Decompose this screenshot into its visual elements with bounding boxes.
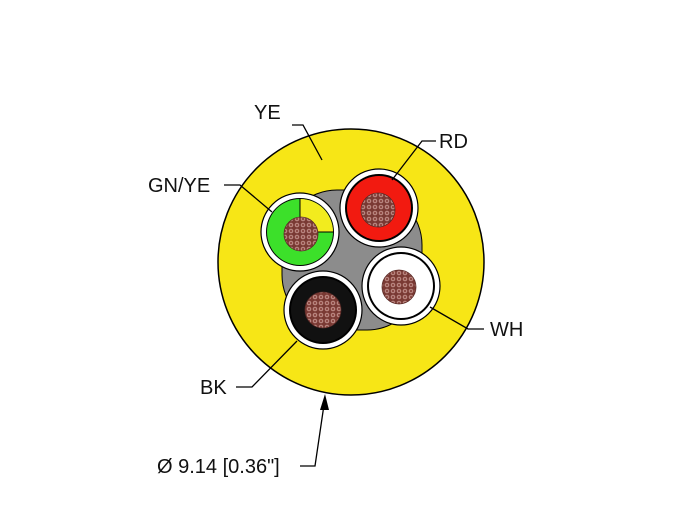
label-ye: YE [254,102,281,124]
leader-ye [292,124,323,161]
green-yellow-core [260,192,340,272]
red-core [339,168,419,248]
label-rd: RD [439,131,468,153]
leader-rd [391,140,436,181]
leader-bk [236,340,298,388]
conductor-green-yellow [283,216,319,252]
conductor-red [360,192,396,228]
white-core [361,246,441,326]
leader-gnye [224,184,273,213]
label-bk: BK [200,377,227,399]
conductor-black [304,291,342,329]
dimension-arrowhead [320,394,329,410]
leader-diameter [300,397,326,467]
black-core [283,270,363,350]
leader-wh [429,306,484,330]
label-wh: WH [490,319,523,341]
conductor-white [381,269,417,305]
label-gnye: GN/YE [148,175,210,197]
label-diameter: Ø 9.14 [0.36"] [157,456,280,478]
